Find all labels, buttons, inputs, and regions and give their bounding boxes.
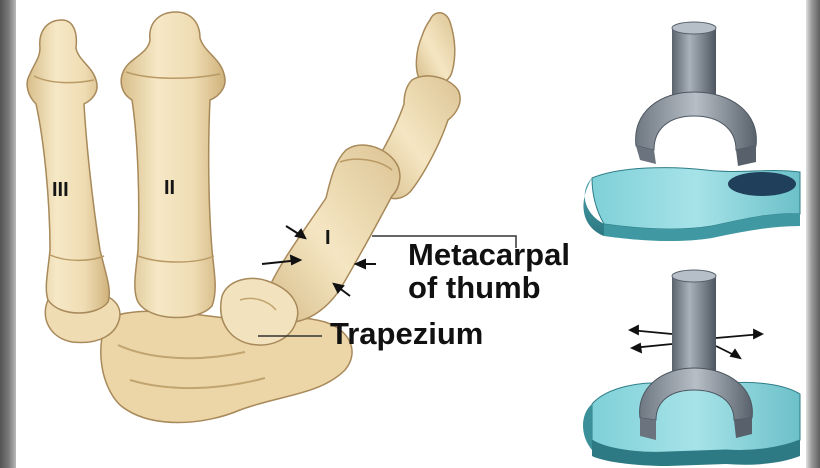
digit-label-ii: II: [164, 177, 175, 199]
metacarpal-ii-bone: [121, 12, 225, 318]
digit-label-i: I: [325, 227, 331, 249]
label-trapezium: Trapezium: [330, 316, 483, 351]
label-of-thumb: of thumb: [408, 270, 541, 305]
label-metacarpal: Metacarpal: [408, 237, 570, 272]
saddle-joint-model-articulated: [583, 270, 800, 466]
metacarpal-iii-bone: [27, 20, 109, 313]
digit-label-iii: III: [52, 179, 69, 201]
saddle-joint-model-separated: [583, 22, 800, 241]
